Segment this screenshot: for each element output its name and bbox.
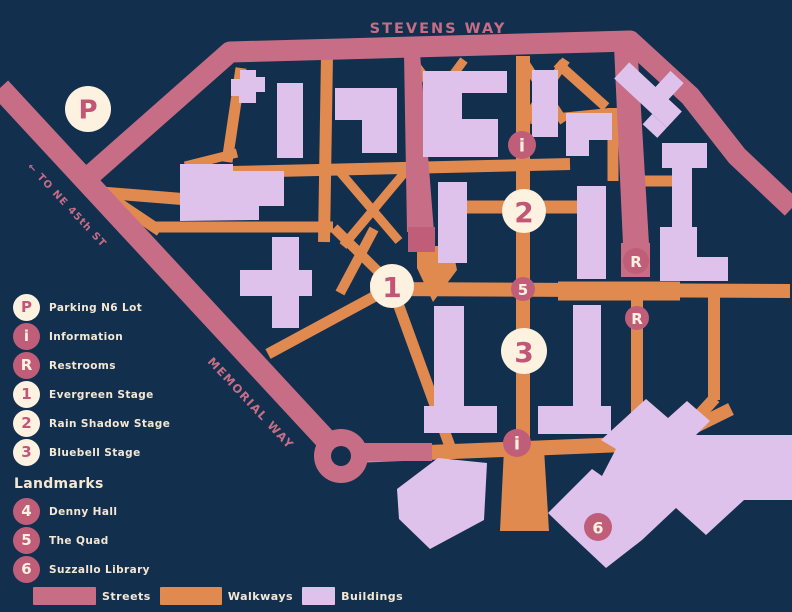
svg-text:i: i xyxy=(519,136,525,157)
building xyxy=(538,305,611,434)
legend-marker-i-icon: i xyxy=(13,323,40,350)
legend-marker-3-icon: 3 xyxy=(13,439,40,466)
map-key-label: Streets xyxy=(102,589,151,603)
map-marker-i: i xyxy=(503,429,531,457)
svg-text:3: 3 xyxy=(514,336,533,369)
street-stub xyxy=(408,227,435,252)
map-marker-r: R xyxy=(625,306,649,330)
svg-text:i: i xyxy=(514,434,520,455)
legend-marker-1-icon: 1 xyxy=(13,381,40,408)
building xyxy=(335,88,397,153)
svg-text:6: 6 xyxy=(592,518,603,537)
legend-row: P Parking N6 Lot xyxy=(13,293,243,322)
legend-row: 1 Evergreen Stage xyxy=(13,380,243,409)
building xyxy=(614,62,684,138)
street-segment xyxy=(614,42,649,244)
legend-row: 6 Suzzallo Library xyxy=(13,555,243,584)
svg-text:P: P xyxy=(78,96,97,126)
walkway xyxy=(265,282,395,359)
legend-marker-5-icon: 5 xyxy=(13,527,40,554)
building xyxy=(277,83,303,158)
building xyxy=(660,143,728,281)
legend-row: 2 Rain Shadow Stage xyxy=(13,409,243,438)
legend-row: i Information xyxy=(13,322,243,351)
memorial-way-road xyxy=(0,80,350,464)
walkways-layer xyxy=(89,54,791,531)
legend-marker-6-icon: 6 xyxy=(13,556,40,583)
map-marker-5: 5 xyxy=(511,277,535,301)
legend-row: R Restrooms xyxy=(13,351,243,380)
map-key-label: Walkways xyxy=(227,589,294,603)
building xyxy=(423,71,507,157)
legend-marker-p-icon: P xyxy=(13,294,40,321)
walkway xyxy=(318,54,333,243)
walkway xyxy=(336,169,403,244)
building xyxy=(577,186,606,279)
svg-text:R: R xyxy=(630,253,642,271)
street-swatch xyxy=(33,587,96,605)
legend-marker-2-icon: 2 xyxy=(13,410,40,437)
legend-row: 5 The Quad xyxy=(13,526,243,555)
street-segment xyxy=(404,53,434,232)
walkway xyxy=(553,59,610,111)
map-marker-2: 2 xyxy=(502,189,546,233)
map-marker-r: R xyxy=(623,248,649,274)
stevens-way-label: STEVENS WAY xyxy=(370,21,507,37)
legend-label: Rain Shadow Stage xyxy=(49,417,171,430)
building xyxy=(180,164,284,221)
legend-label: Parking N6 Lot xyxy=(49,301,143,314)
svg-text:2: 2 xyxy=(514,196,533,229)
landmark-items: 4 Denny Hall 5 The Quad 6 Suzzallo Library xyxy=(13,497,243,584)
map-marker-1: 1 xyxy=(370,264,414,308)
building xyxy=(438,182,467,263)
legend-label: The Quad xyxy=(49,534,109,547)
map-key-item: Walkways xyxy=(159,587,294,605)
roundabout-center xyxy=(331,446,351,466)
walkway xyxy=(339,169,409,249)
building xyxy=(231,70,265,103)
legend-label: Evergreen Stage xyxy=(49,388,154,401)
map-marker-p: P xyxy=(65,86,111,132)
map-key-item: Buildings xyxy=(302,587,403,605)
building xyxy=(240,237,312,328)
svg-text:R: R xyxy=(631,310,643,328)
building-swatch xyxy=(302,587,336,605)
legend-marker-4-icon: 4 xyxy=(13,498,40,525)
legend-row: 4 Denny Hall xyxy=(13,497,243,526)
landmarks-heading: Landmarks xyxy=(14,476,104,492)
map-marker-6: 6 xyxy=(584,513,612,541)
svg-text:1: 1 xyxy=(382,271,401,304)
map-key: Streets Walkways Buildings xyxy=(33,587,412,605)
walkway xyxy=(231,158,571,178)
svg-text:5: 5 xyxy=(518,281,528,299)
walkway xyxy=(335,226,379,296)
legend-label: Bluebell Stage xyxy=(49,446,141,459)
legend-row: 3 Bluebell Stage xyxy=(13,438,243,467)
legend-marker-r-icon: R xyxy=(13,352,40,379)
building xyxy=(424,306,497,433)
legend-label: Denny Hall xyxy=(49,505,118,518)
map-key-label: Buildings xyxy=(341,589,404,603)
map-marker-i: i xyxy=(508,131,536,159)
legend-label: Restrooms xyxy=(49,359,116,372)
building xyxy=(397,458,487,549)
walkway-swatch xyxy=(159,587,222,605)
legend-label: Suzzallo Library xyxy=(49,563,150,576)
map-key-item: Streets xyxy=(33,587,151,605)
building xyxy=(566,113,612,156)
building xyxy=(532,70,558,137)
map-marker-3: 3 xyxy=(501,328,547,374)
streets-layer xyxy=(0,30,792,483)
legend-label: Information xyxy=(49,330,124,343)
walkway xyxy=(500,449,549,531)
stevens-way-road xyxy=(78,30,792,216)
